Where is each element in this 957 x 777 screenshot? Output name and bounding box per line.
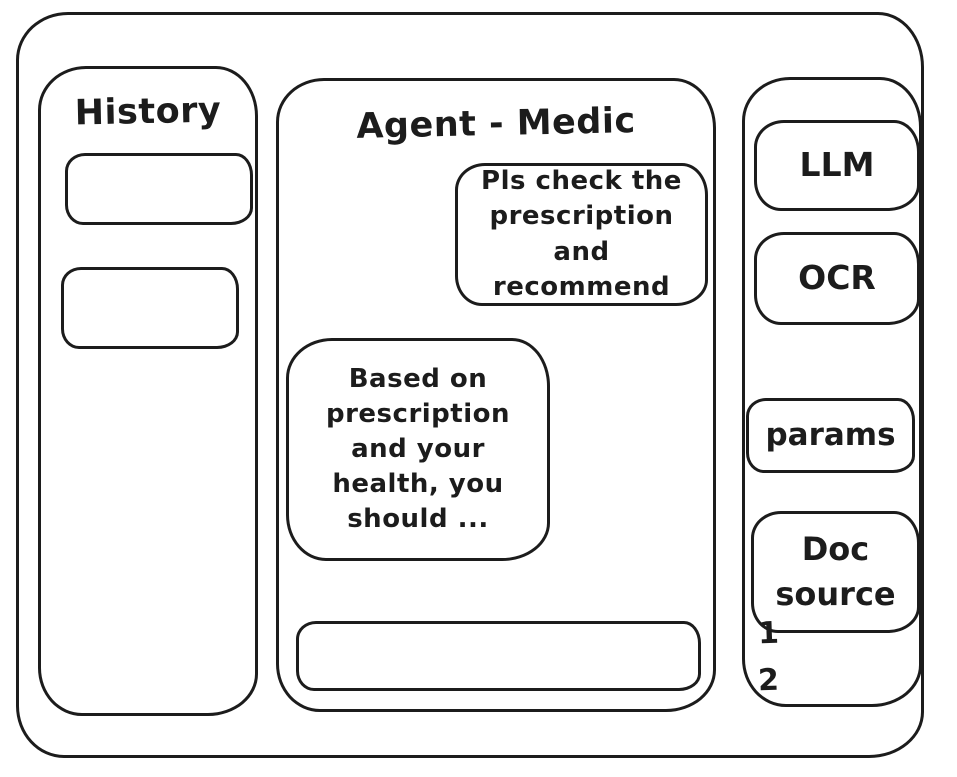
history-item[interactable] — [65, 153, 253, 225]
params-button[interactable]: params — [746, 398, 915, 473]
doc-source-item[interactable]: 2 — [757, 662, 780, 699]
assistant-message-bubble: Based on prescription and your health, y… — [286, 338, 550, 561]
doc-source-item[interactable]: 1 — [757, 615, 780, 652]
ocr-button[interactable]: OCR — [754, 232, 920, 325]
history-title: History — [74, 90, 222, 134]
history-panel: History — [38, 66, 258, 716]
history-item[interactable] — [61, 267, 239, 349]
tools-panel: LLM OCR params Doc source 1 2 — [742, 77, 922, 707]
user-message-bubble: Pls check the prescription and recommend — [455, 163, 708, 306]
chat-input[interactable] — [296, 621, 701, 691]
doc-source-button[interactable]: Doc source — [751, 511, 920, 633]
chat-title: Agent - Medic — [355, 101, 637, 147]
llm-button[interactable]: LLM — [754, 120, 920, 211]
doc-source-list: 1 2 — [757, 615, 780, 699]
chat-panel: Agent - Medic Pls check the prescription… — [276, 78, 716, 712]
